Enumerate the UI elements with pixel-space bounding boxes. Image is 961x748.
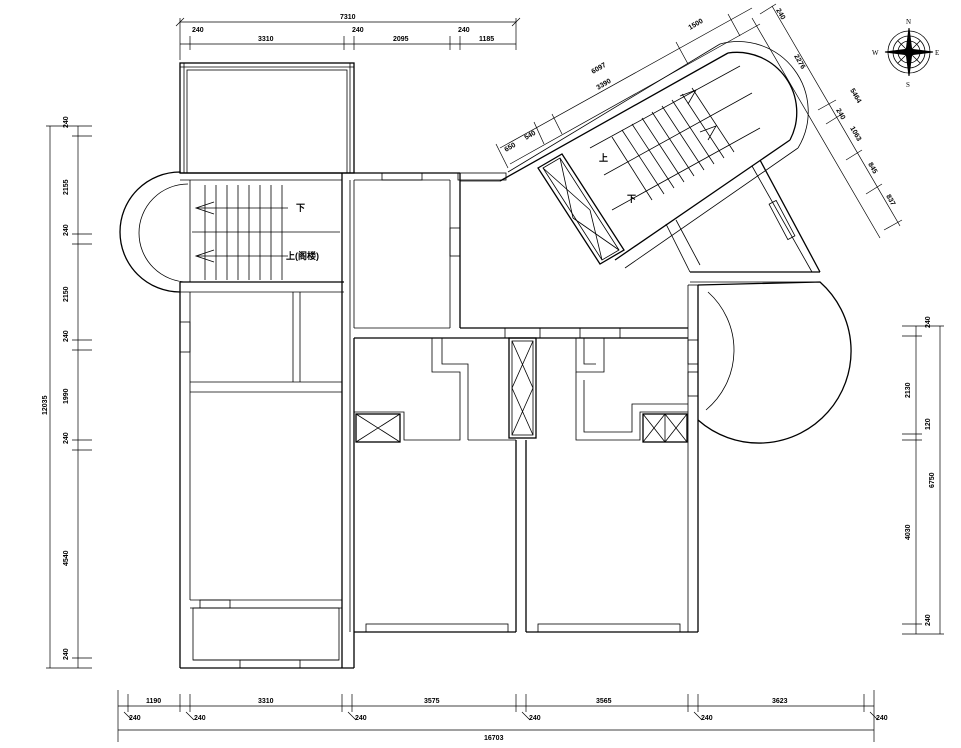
- dim-diag-a-2: 540: [524, 130, 538, 142]
- dim-bottom-span-4: 3565: [596, 698, 612, 705]
- dim-left-6: 1990: [63, 388, 70, 404]
- dims-right: [902, 325, 944, 635]
- stair2-up-label: 上: [599, 152, 608, 163]
- dim-bottom-wall-3: 240: [355, 715, 367, 722]
- dim-right-1: 240: [925, 316, 932, 328]
- dim-top-total: 7310: [340, 14, 356, 21]
- dim-left-1: 240: [63, 116, 70, 128]
- walls-main: [119, 62, 699, 669]
- dim-bottom-wall-1: 240: [129, 715, 141, 722]
- dim-diag-b-7: 837: [884, 194, 896, 208]
- dim-left-2: 2155: [63, 179, 70, 195]
- dim-top-4: 2095: [393, 36, 409, 43]
- dim-diag-b-6: 845: [866, 162, 878, 176]
- dims-diagonal-b: [751, 3, 903, 239]
- dim-top-2: 3310: [258, 36, 274, 43]
- compass-north-label: N: [906, 18, 911, 26]
- dim-top-1: 240: [192, 27, 204, 34]
- dim-bottom-wall-2: 240: [194, 715, 206, 722]
- stair-1: [192, 185, 340, 280]
- dim-bottom-wall-5: 240: [701, 715, 713, 722]
- dim-diag-b-3: 5464: [848, 88, 862, 105]
- dim-left-8: 4540: [63, 550, 70, 566]
- dim-diag-a-5: 6097: [591, 62, 608, 76]
- stair1-down-label: 下: [296, 203, 305, 213]
- dims-bottom: [117, 690, 879, 742]
- dim-bottom-span-3: 3575: [424, 698, 440, 705]
- dim-right-5: 240: [925, 614, 932, 626]
- dim-diag-b-4: 240: [834, 108, 846, 122]
- dims-diagonal-a: [495, 7, 761, 169]
- stair2-down-label: 下: [627, 194, 636, 204]
- dim-left-9: 240: [63, 648, 70, 660]
- compass-west-label: W: [872, 49, 879, 57]
- dims-top: [175, 17, 521, 60]
- dim-left-3: 240: [63, 224, 70, 236]
- dim-bottom-span-1: 1190: [146, 698, 161, 705]
- dim-bottom-total: 16703: [484, 735, 504, 742]
- dim-bottom-span-2: 3310: [258, 698, 274, 705]
- compass-east-label: E: [935, 49, 939, 57]
- dim-left-7: 240: [63, 432, 70, 444]
- stair1-up-label: 上(阁楼): [286, 250, 319, 261]
- dim-diag-a-3: 3390: [596, 78, 613, 92]
- dim-top-6: 1185: [479, 36, 494, 43]
- dim-top-3: 240: [352, 27, 364, 34]
- dim-right-total: 6750: [929, 472, 936, 488]
- dim-left-5: 240: [63, 330, 70, 342]
- dim-left-total: 12035: [42, 395, 49, 415]
- dim-right-4: 4030: [905, 524, 912, 540]
- dim-bottom-wall-4: 240: [529, 715, 541, 722]
- dim-right-3: 120: [925, 418, 932, 430]
- dim-left-4: 2150: [63, 286, 70, 302]
- dim-bottom-wall-6: 240: [876, 715, 888, 722]
- compass-rose-icon: N S E W: [872, 18, 939, 89]
- dim-top-5: 240: [458, 27, 470, 34]
- compass-south-label: S: [906, 81, 910, 89]
- dim-bottom-span-5: 3623: [772, 698, 788, 705]
- dim-right-2: 2130: [905, 382, 912, 398]
- walls-angled-wing: [499, 41, 852, 444]
- dim-diag-a-4: 1500: [688, 18, 705, 32]
- dims-left: [46, 125, 92, 669]
- dim-diag-b-2: 2276: [792, 54, 806, 71]
- dim-diag-a-1: 650: [504, 142, 518, 154]
- dim-diag-b-1: 240: [774, 8, 786, 22]
